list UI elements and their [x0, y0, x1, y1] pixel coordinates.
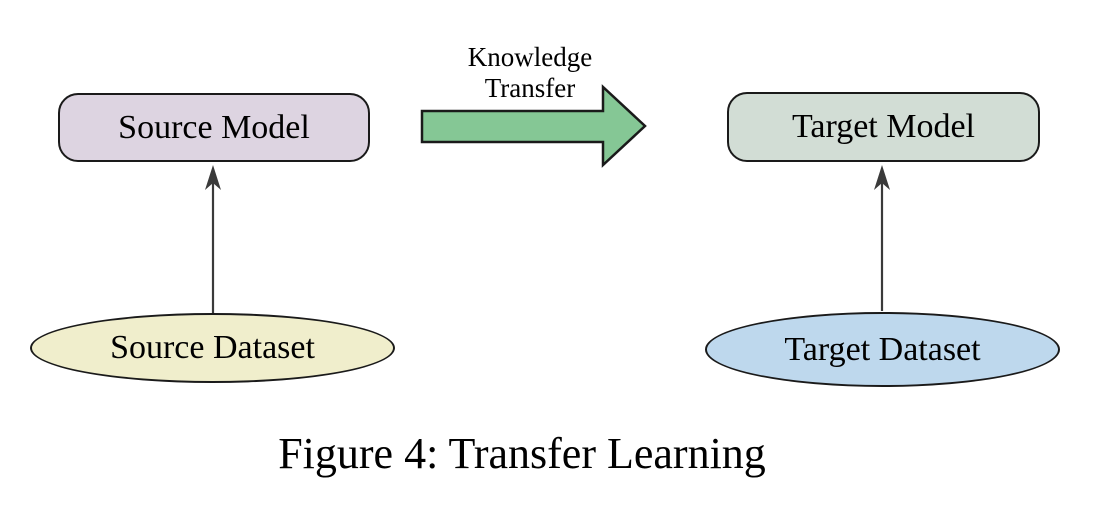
target-model-node: Target Model	[727, 92, 1040, 162]
source-arrowhead-icon	[205, 165, 221, 190]
target-dataset-label: Target Dataset	[784, 330, 981, 368]
source-dataset-node: Source Dataset	[30, 313, 395, 383]
knowledge-transfer-label-line1: Knowledge	[467, 42, 593, 72]
target-model-label: Target Model	[792, 108, 975, 145]
source-model-node: Source Model	[58, 93, 370, 162]
source-model-label: Source Model	[118, 108, 310, 146]
target-dataset-node: Target Dataset	[705, 312, 1060, 387]
target-arrowhead-icon	[874, 165, 890, 190]
knowledge-transfer-label: Knowledge Transfer	[468, 42, 592, 104]
source-dataset-label: Source Dataset	[110, 329, 315, 366]
knowledge-transfer-label-line2: Transfer	[484, 73, 576, 104]
source-dataset-to-model-arrow	[205, 165, 221, 313]
target-dataset-to-model-arrow	[874, 165, 890, 311]
figure-caption: Figure 4: Transfer Learning	[278, 429, 766, 478]
